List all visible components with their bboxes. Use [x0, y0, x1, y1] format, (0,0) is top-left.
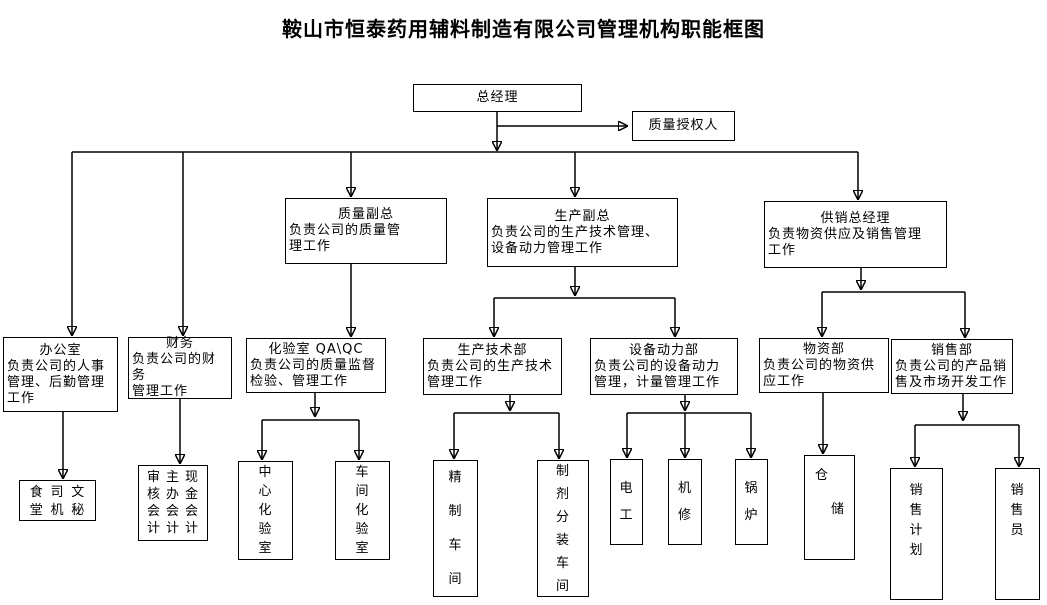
node-title: 办公室 — [39, 342, 82, 358]
node-title: 供销总经理 — [820, 210, 891, 226]
node-salesperson: 销 售 员 — [995, 468, 1040, 600]
node-refining-workshop: 精 制 车 间 — [433, 460, 478, 597]
node-office: 办公室 负责公司的人事 管理、后勤管理 工作 — [3, 337, 118, 412]
node-desc: 负责公司的质量管 理工作 — [289, 223, 402, 254]
staff-column: 审 核 会 计 — [146, 470, 161, 536]
page-title: 鞍山市恒泰药用辅料制造有限公司管理机构职能框图 — [282, 17, 765, 41]
node-finance-staff: 审 核 会 计主 办 会 计现 金 会 计 — [138, 465, 208, 541]
node-boiler: 锅 炉 — [735, 459, 768, 545]
node-warehouse: 仓 储 — [804, 455, 855, 560]
node-equipment-power-dept: 设备动力部 负责公司的设备动力 管理，计量管理工作 — [590, 338, 738, 395]
node-title: 生产技术部 — [457, 342, 528, 358]
node-title: 化验室 QA\QC — [268, 341, 364, 357]
node-desc: 负责公司的生产技术 管理工作 — [427, 358, 554, 390]
node-title: 销售部 — [930, 342, 973, 358]
staff-column: 食 堂 — [29, 485, 44, 518]
staff-column: 现 金 会 计 — [184, 470, 199, 536]
node-desc: 负责公司的质量监督 检验、管理工作 — [250, 357, 377, 389]
node-workshop-lab: 车 间 化 验 室 — [335, 461, 390, 560]
node-finance: 财务 负责公司的财务 管理工作 — [128, 336, 232, 399]
staff-column: 司 机 — [50, 485, 65, 518]
node-title: 机 修 — [677, 481, 692, 523]
node-mechanic: 机 修 — [668, 459, 702, 545]
node-quality-authorized-person: 质量授权人 — [632, 111, 735, 141]
node-laboratory-qaqc: 化验室 QA\QC 负责公司的质量监督 检验、管理工作 — [246, 338, 386, 393]
node-title: 中 心 化 验 室 — [258, 465, 273, 556]
node-supply-sales-gm: 供销总经理 负责物资供应及销售管理 工作 — [764, 201, 947, 268]
node-production-tech-dept: 生产技术部 负责公司的生产技术 管理工作 — [423, 338, 562, 395]
node-quality-vp: 质量副总 负责公司的质量管 理工作 — [285, 198, 447, 264]
node-title: 质量授权人 — [648, 118, 719, 133]
node-title: 质量副总 — [337, 207, 394, 222]
node-title: 生产副总 — [554, 208, 611, 224]
node-desc: 负责物资供应及销售管理 工作 — [768, 226, 923, 258]
node-title: 锅 炉 — [744, 481, 759, 523]
node-title: 储 — [831, 502, 846, 517]
node-office-staff: 食 堂司 机文 秘 — [19, 480, 96, 521]
node-desc: 负责公司的物资供 应工作 — [763, 357, 876, 389]
node-title: 销 售 计 划 — [909, 483, 924, 558]
node-desc: 负责公司的生产技术管理、 设备动力管理工作 — [491, 224, 660, 256]
node-general-manager: 总经理 — [413, 84, 582, 112]
node-sales-dept: 销售部 负责公司的产品销 售及市场开发工作 — [891, 339, 1013, 394]
node-electrician: 电 工 — [610, 459, 643, 545]
node-title: 车 间 化 验 室 — [355, 465, 370, 556]
node-central-lab: 中 心 化 验 室 — [238, 461, 293, 560]
node-sales-plan: 销 售 计 划 — [890, 468, 943, 600]
node-title: 物资部 — [802, 341, 845, 357]
staff-column: 主 办 会 计 — [165, 470, 180, 536]
node-materials-dept: 物资部 负责公司的物资供 应工作 — [759, 338, 889, 393]
node-title: 财务 — [165, 336, 194, 351]
node-desc: 负责公司的人事 管理、后勤管理 工作 — [7, 358, 106, 406]
node-title: 仓 — [815, 468, 830, 483]
node-title: 销 售 员 — [1010, 483, 1025, 538]
node-title: 设备动力部 — [628, 342, 699, 358]
node-title: 制 剂 分 装 车 间 — [555, 463, 570, 594]
connectors — [63, 112, 1019, 478]
node-title: 精 制 车 间 — [448, 469, 463, 587]
node-preparation-packaging-workshop: 制 剂 分 装 车 间 — [537, 460, 589, 597]
node-desc: 负责公司的产品销 售及市场开发工作 — [895, 358, 1008, 390]
node-title: 电 工 — [619, 481, 634, 523]
node-title: 总经理 — [476, 90, 519, 105]
node-desc: 负责公司的设备动力 管理，计量管理工作 — [594, 358, 721, 390]
staff-column: 文 秘 — [71, 485, 86, 518]
node-production-vp: 生产副总 负责公司的生产技术管理、 设备动力管理工作 — [487, 198, 678, 267]
node-desc: 负责公司的财务 管理工作 — [132, 352, 217, 399]
